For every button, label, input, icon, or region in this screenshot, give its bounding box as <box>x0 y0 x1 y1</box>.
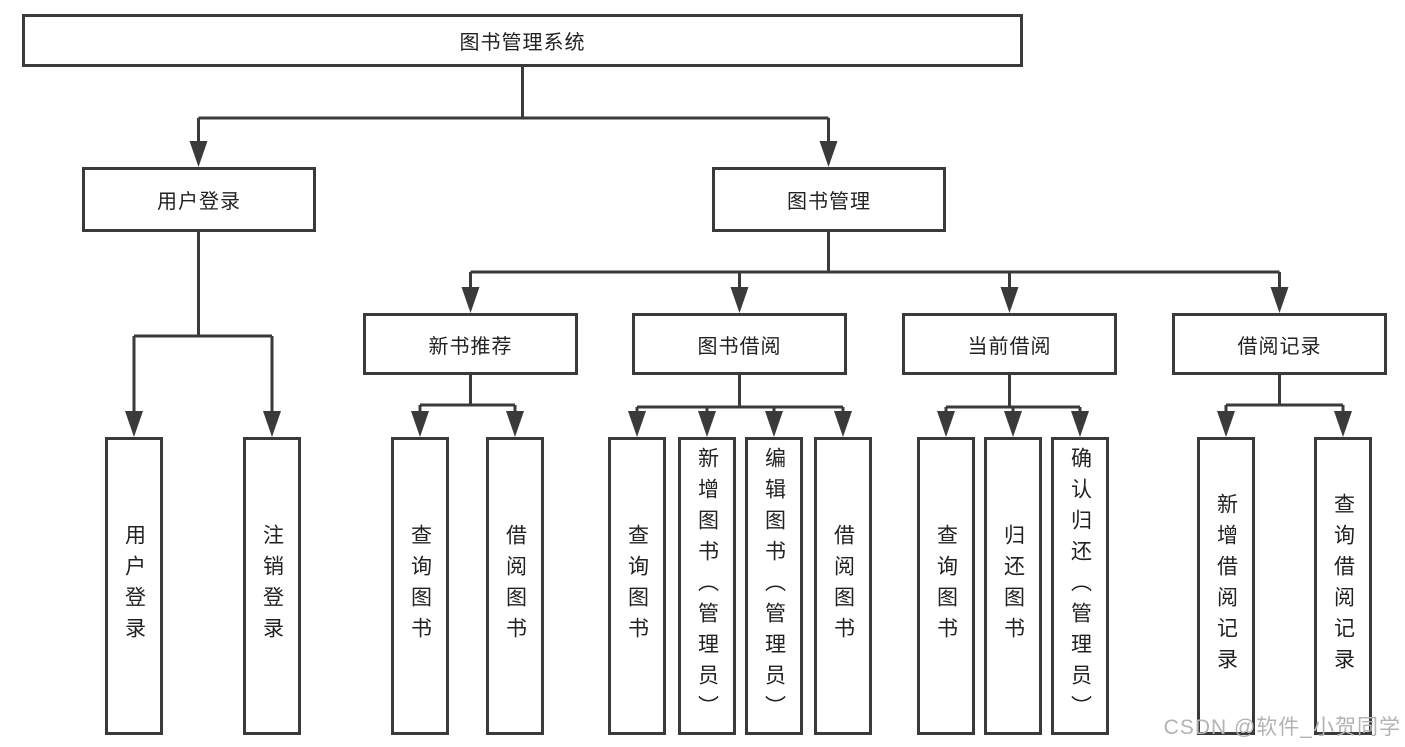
node-leaf-add-borrow-record: 新增借阅记录 <box>1197 437 1255 735</box>
node-new-book-recommend: 新书推荐 <box>363 313 578 375</box>
watermark: CSDN @软件_小贺同学 <box>1163 716 1401 739</box>
connector-current-borrow <box>944 375 1082 413</box>
node-leaf-borrow-books-1: 借阅图书 <box>486 437 544 735</box>
connector-root <box>197 67 830 143</box>
connector-book-management <box>469 232 1281 289</box>
node-user-login: 用户登录 <box>82 167 316 232</box>
node-library-system: 图书管理系统 <box>22 14 1023 67</box>
node-book-borrow: 图书借阅 <box>632 313 847 375</box>
node-current-borrow: 当前借阅 <box>902 313 1117 375</box>
node-leaf-query-books-2: 查询图书 <box>608 437 666 735</box>
connector-new-book-recommend <box>418 375 517 413</box>
node-leaf-user-login: 用户登录 <box>105 437 163 735</box>
connector-book-borrow <box>635 375 845 413</box>
connector-user-login <box>132 232 274 413</box>
node-leaf-query-books-1: 查询图书 <box>391 437 449 735</box>
node-leaf-confirm-return-admin: 确认归还（管理员） <box>1051 437 1109 735</box>
node-leaf-return-book: 归还图书 <box>984 437 1042 735</box>
node-book-management: 图书管理 <box>712 167 946 232</box>
node-leaf-edit-book-admin: 编辑图书（管理员） <box>745 437 803 735</box>
node-leaf-query-books-3: 查询图书 <box>917 437 975 735</box>
node-borrow-records: 借阅记录 <box>1172 313 1387 375</box>
connector-borrow-records <box>1224 375 1345 413</box>
node-leaf-borrow-books-2: 借阅图书 <box>814 437 872 735</box>
node-leaf-logout: 注销登录 <box>243 437 301 735</box>
node-leaf-query-borrow-record: 查询借阅记录 <box>1314 437 1372 735</box>
node-leaf-add-book-admin: 新增图书（管理员） <box>678 437 736 735</box>
